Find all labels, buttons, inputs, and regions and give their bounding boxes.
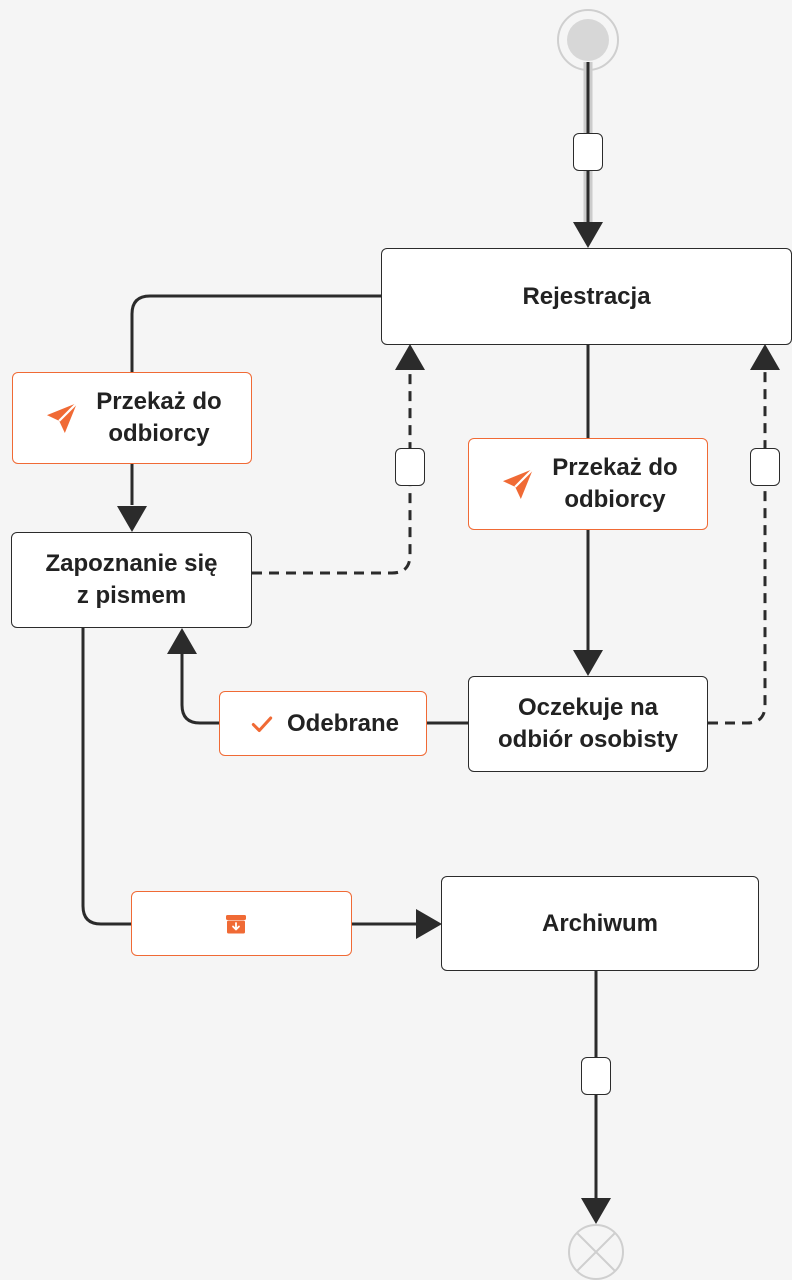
condition-box-archiwum-end[interactable] bbox=[581, 1057, 611, 1095]
edge-oczekuje-zapoznanie bbox=[167, 628, 469, 725]
action-odebrane-label: Odebrane bbox=[286, 709, 400, 737]
condition-box-oczekuje-return[interactable] bbox=[750, 448, 780, 486]
edge-zapoznanie-archiwum bbox=[81, 628, 442, 939]
action-przekaz-left-label-line2: odbiorcy bbox=[108, 420, 210, 447]
edge-archiwum-end bbox=[581, 971, 611, 1224]
state-oczekuje[interactable]: Oczekuje na odbiór osobisty bbox=[468, 676, 708, 772]
action-przekaz-left-label-line1: Przekaż do bbox=[96, 388, 222, 415]
edge-oczekuje-rejestracja-dashed bbox=[708, 344, 780, 725]
paper-plane-icon bbox=[498, 464, 538, 504]
state-zapoznanie[interactable]: Zapoznanie się z pismem bbox=[11, 532, 252, 628]
state-rejestracja[interactable]: Rejestracja bbox=[381, 248, 792, 345]
state-archiwum[interactable]: Archiwum bbox=[441, 876, 759, 971]
condition-box-zapoznanie-return[interactable] bbox=[395, 448, 425, 486]
state-archiwum-label: Archiwum bbox=[541, 909, 658, 937]
condition-box-start[interactable] bbox=[573, 133, 603, 171]
edge-rejestracja-zapoznanie bbox=[117, 294, 381, 532]
state-oczekuje-label-line1: Oczekuje na bbox=[517, 694, 659, 721]
state-oczekuje-label-line2: odbiór osobisty bbox=[498, 726, 678, 753]
end-node[interactable] bbox=[568, 1224, 624, 1280]
action-archwizuj[interactable] bbox=[131, 891, 352, 956]
archive-box-icon bbox=[221, 909, 251, 939]
action-przekaz-right-label-line2: odbiorcy bbox=[564, 486, 666, 513]
state-zapoznanie-label-line1: Zapoznanie się bbox=[45, 550, 218, 577]
action-przekaz-right-label-line1: Przekaż do bbox=[552, 454, 678, 481]
state-zapoznanie-label-line2: z pismem bbox=[76, 582, 187, 609]
paper-plane-icon bbox=[42, 398, 82, 438]
edge-zapoznanie-rejestracja-dashed bbox=[252, 344, 425, 575]
start-node[interactable] bbox=[557, 9, 619, 71]
state-rejestracja-label: Rejestracja bbox=[522, 282, 651, 310]
action-przekaz-left[interactable]: Przekaż do odbiorcy bbox=[12, 372, 252, 464]
action-przekaz-right[interactable]: Przekaż do odbiorcy bbox=[468, 438, 708, 530]
checkmark-icon bbox=[247, 709, 277, 739]
action-odebrane[interactable]: Odebrane bbox=[219, 691, 427, 756]
